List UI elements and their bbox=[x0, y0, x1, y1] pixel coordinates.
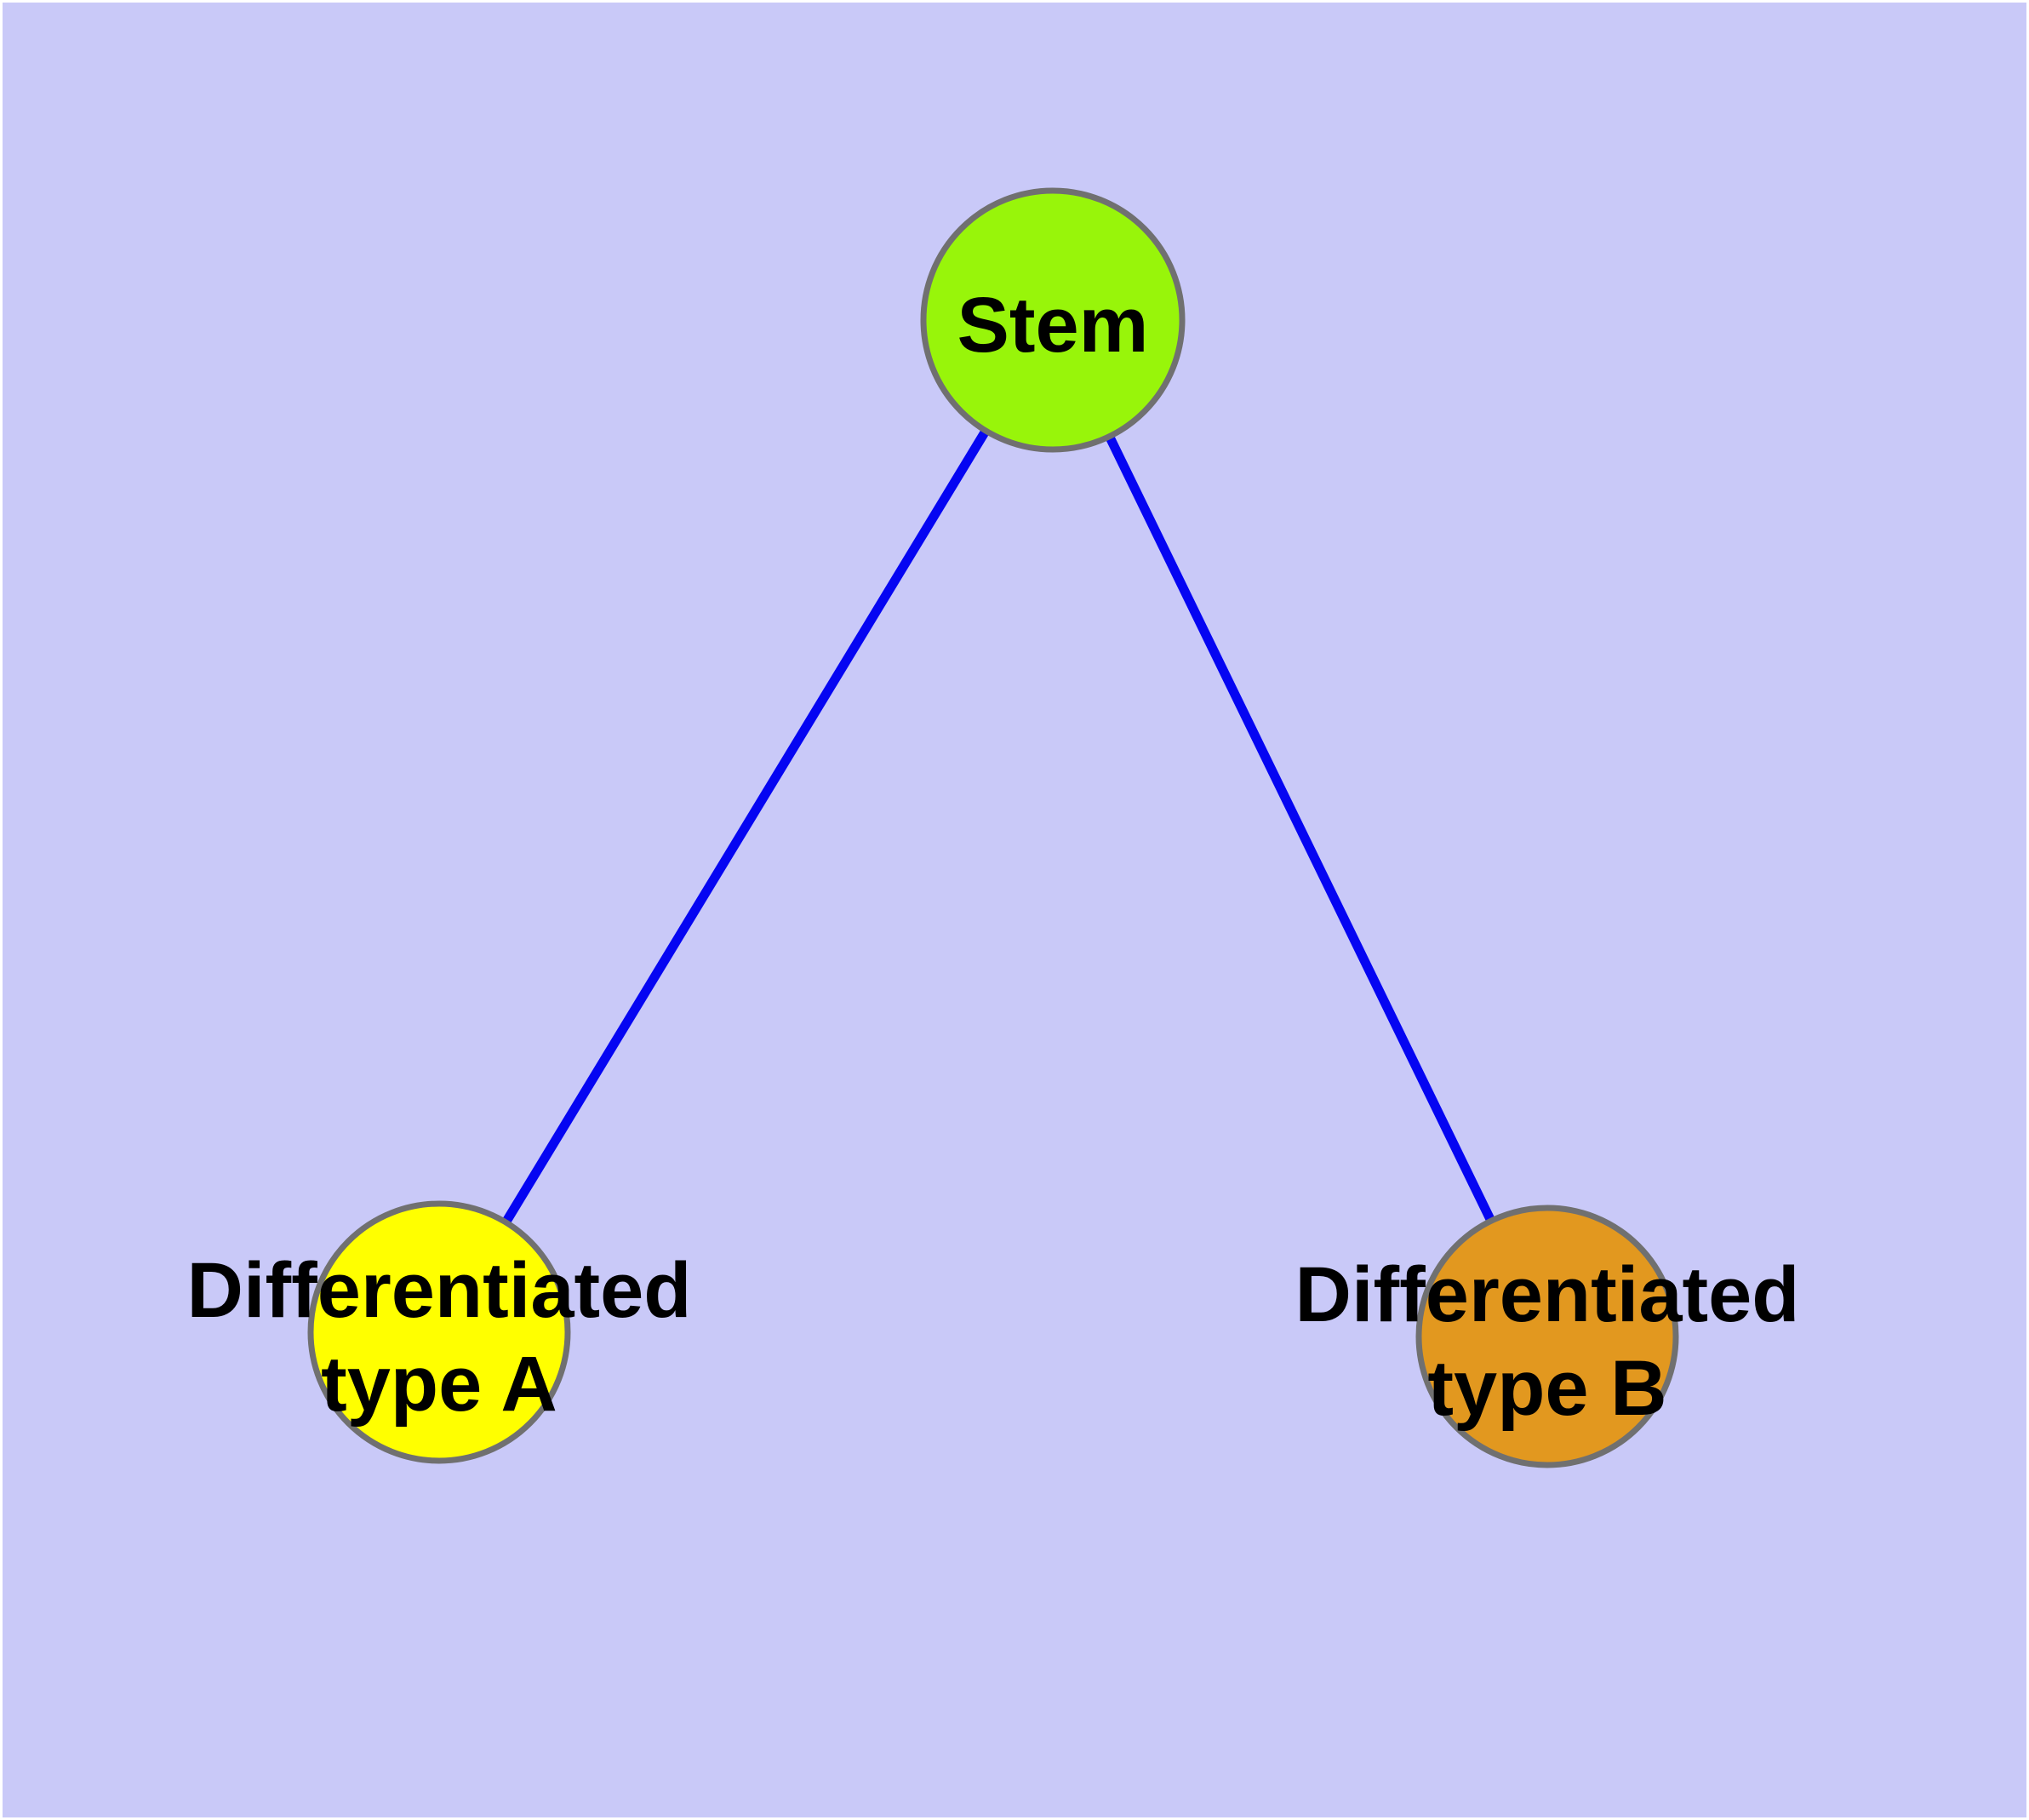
edge-stem-to-type-a bbox=[435, 318, 1057, 1335]
node-stem-label: Stem bbox=[957, 282, 1149, 369]
node-stem-circle bbox=[920, 187, 1186, 453]
node-differentiated-type-b-label-line2: type B bbox=[1427, 1345, 1666, 1432]
node-differentiated-type-a-label-line1: Differentiated bbox=[187, 1247, 692, 1334]
edge-stem-to-type-b bbox=[1049, 318, 1552, 1339]
node-differentiated-type-b: Differentiated type B bbox=[1295, 1205, 1800, 1468]
node-differentiated-type-b-circle bbox=[1415, 1205, 1679, 1468]
node-differentiated-type-a-circle bbox=[307, 1200, 571, 1464]
node-differentiated-type-a: Differentiated type A bbox=[187, 1200, 692, 1464]
node-stem: Stem bbox=[920, 187, 1186, 453]
node-differentiated-type-a-label-line2: type A bbox=[321, 1341, 557, 1428]
node-differentiated-type-b-label-line1: Differentiated bbox=[1295, 1251, 1800, 1338]
